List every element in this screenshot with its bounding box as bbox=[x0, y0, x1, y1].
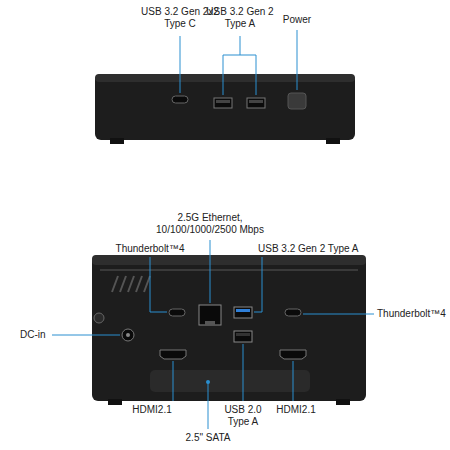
top-rim bbox=[95, 74, 355, 82]
port-label: HDMI2.1 bbox=[132, 404, 171, 416]
foot bbox=[108, 399, 122, 405]
thunderbolt-port bbox=[169, 309, 185, 316]
leader-line bbox=[210, 240, 211, 303]
port-label: USB 3.2 Gen 2 Type A bbox=[258, 243, 358, 255]
leader-line bbox=[180, 36, 181, 93]
vent-slots bbox=[112, 276, 150, 292]
port-label: Thunderbolt™4 bbox=[377, 308, 446, 320]
port-label: DC-in bbox=[20, 329, 46, 341]
port-label: HDMI2.1 bbox=[276, 404, 315, 416]
usb-a-port bbox=[214, 98, 232, 108]
ethernet-latch bbox=[205, 321, 215, 325]
thunderbolt-port bbox=[285, 309, 301, 316]
leader-line bbox=[293, 361, 294, 401]
foot bbox=[110, 138, 124, 144]
leader-line bbox=[150, 257, 167, 312]
port-label: 2.5" SATA bbox=[186, 432, 231, 444]
usb-a-port bbox=[247, 98, 265, 108]
port-label: 2.5G Ethernet, 10/100/1000/2500 Mbps bbox=[148, 212, 273, 236]
usb-blue-tongue bbox=[236, 309, 250, 312]
ethernet-port bbox=[199, 305, 221, 325]
port-label: USB 3.2 Gen 2 Type A bbox=[203, 6, 278, 30]
lock-screw bbox=[94, 313, 104, 323]
leader-line bbox=[52, 335, 120, 336]
usb-a-port bbox=[234, 331, 252, 342]
usb-tongue bbox=[236, 333, 250, 336]
port-label: USB 2.0 Type A bbox=[218, 404, 268, 428]
usb-a-tongue bbox=[249, 100, 263, 103]
leader-line bbox=[243, 344, 244, 401]
power-button bbox=[288, 93, 306, 109]
front-body bbox=[95, 74, 355, 140]
leader-dot bbox=[206, 380, 210, 384]
leader-line bbox=[240, 36, 241, 55]
vent-edge bbox=[100, 269, 358, 271]
hdmi-port bbox=[280, 350, 306, 359]
dc-jack bbox=[122, 329, 134, 341]
usb-a-tongue bbox=[216, 100, 230, 103]
usb-c-port bbox=[172, 96, 188, 103]
leader-lines bbox=[52, 240, 374, 429]
leader-line bbox=[303, 314, 374, 315]
dc-pin bbox=[126, 333, 130, 337]
foot bbox=[336, 399, 350, 405]
port-label: Power bbox=[283, 14, 311, 26]
port-label: Thunderbolt™4 bbox=[116, 243, 185, 255]
leader-bracket bbox=[223, 55, 256, 95]
sata-panel bbox=[150, 370, 310, 392]
back-body bbox=[92, 255, 366, 401]
leader-line bbox=[254, 257, 262, 312]
leader-line bbox=[208, 382, 209, 429]
usb-a-port bbox=[234, 307, 252, 318]
foot bbox=[326, 138, 340, 144]
hdmi-port bbox=[160, 350, 186, 359]
top-rim bbox=[92, 255, 366, 265]
leader-line bbox=[173, 361, 174, 401]
leader-line bbox=[297, 30, 298, 90]
leader-lines bbox=[180, 30, 297, 95]
